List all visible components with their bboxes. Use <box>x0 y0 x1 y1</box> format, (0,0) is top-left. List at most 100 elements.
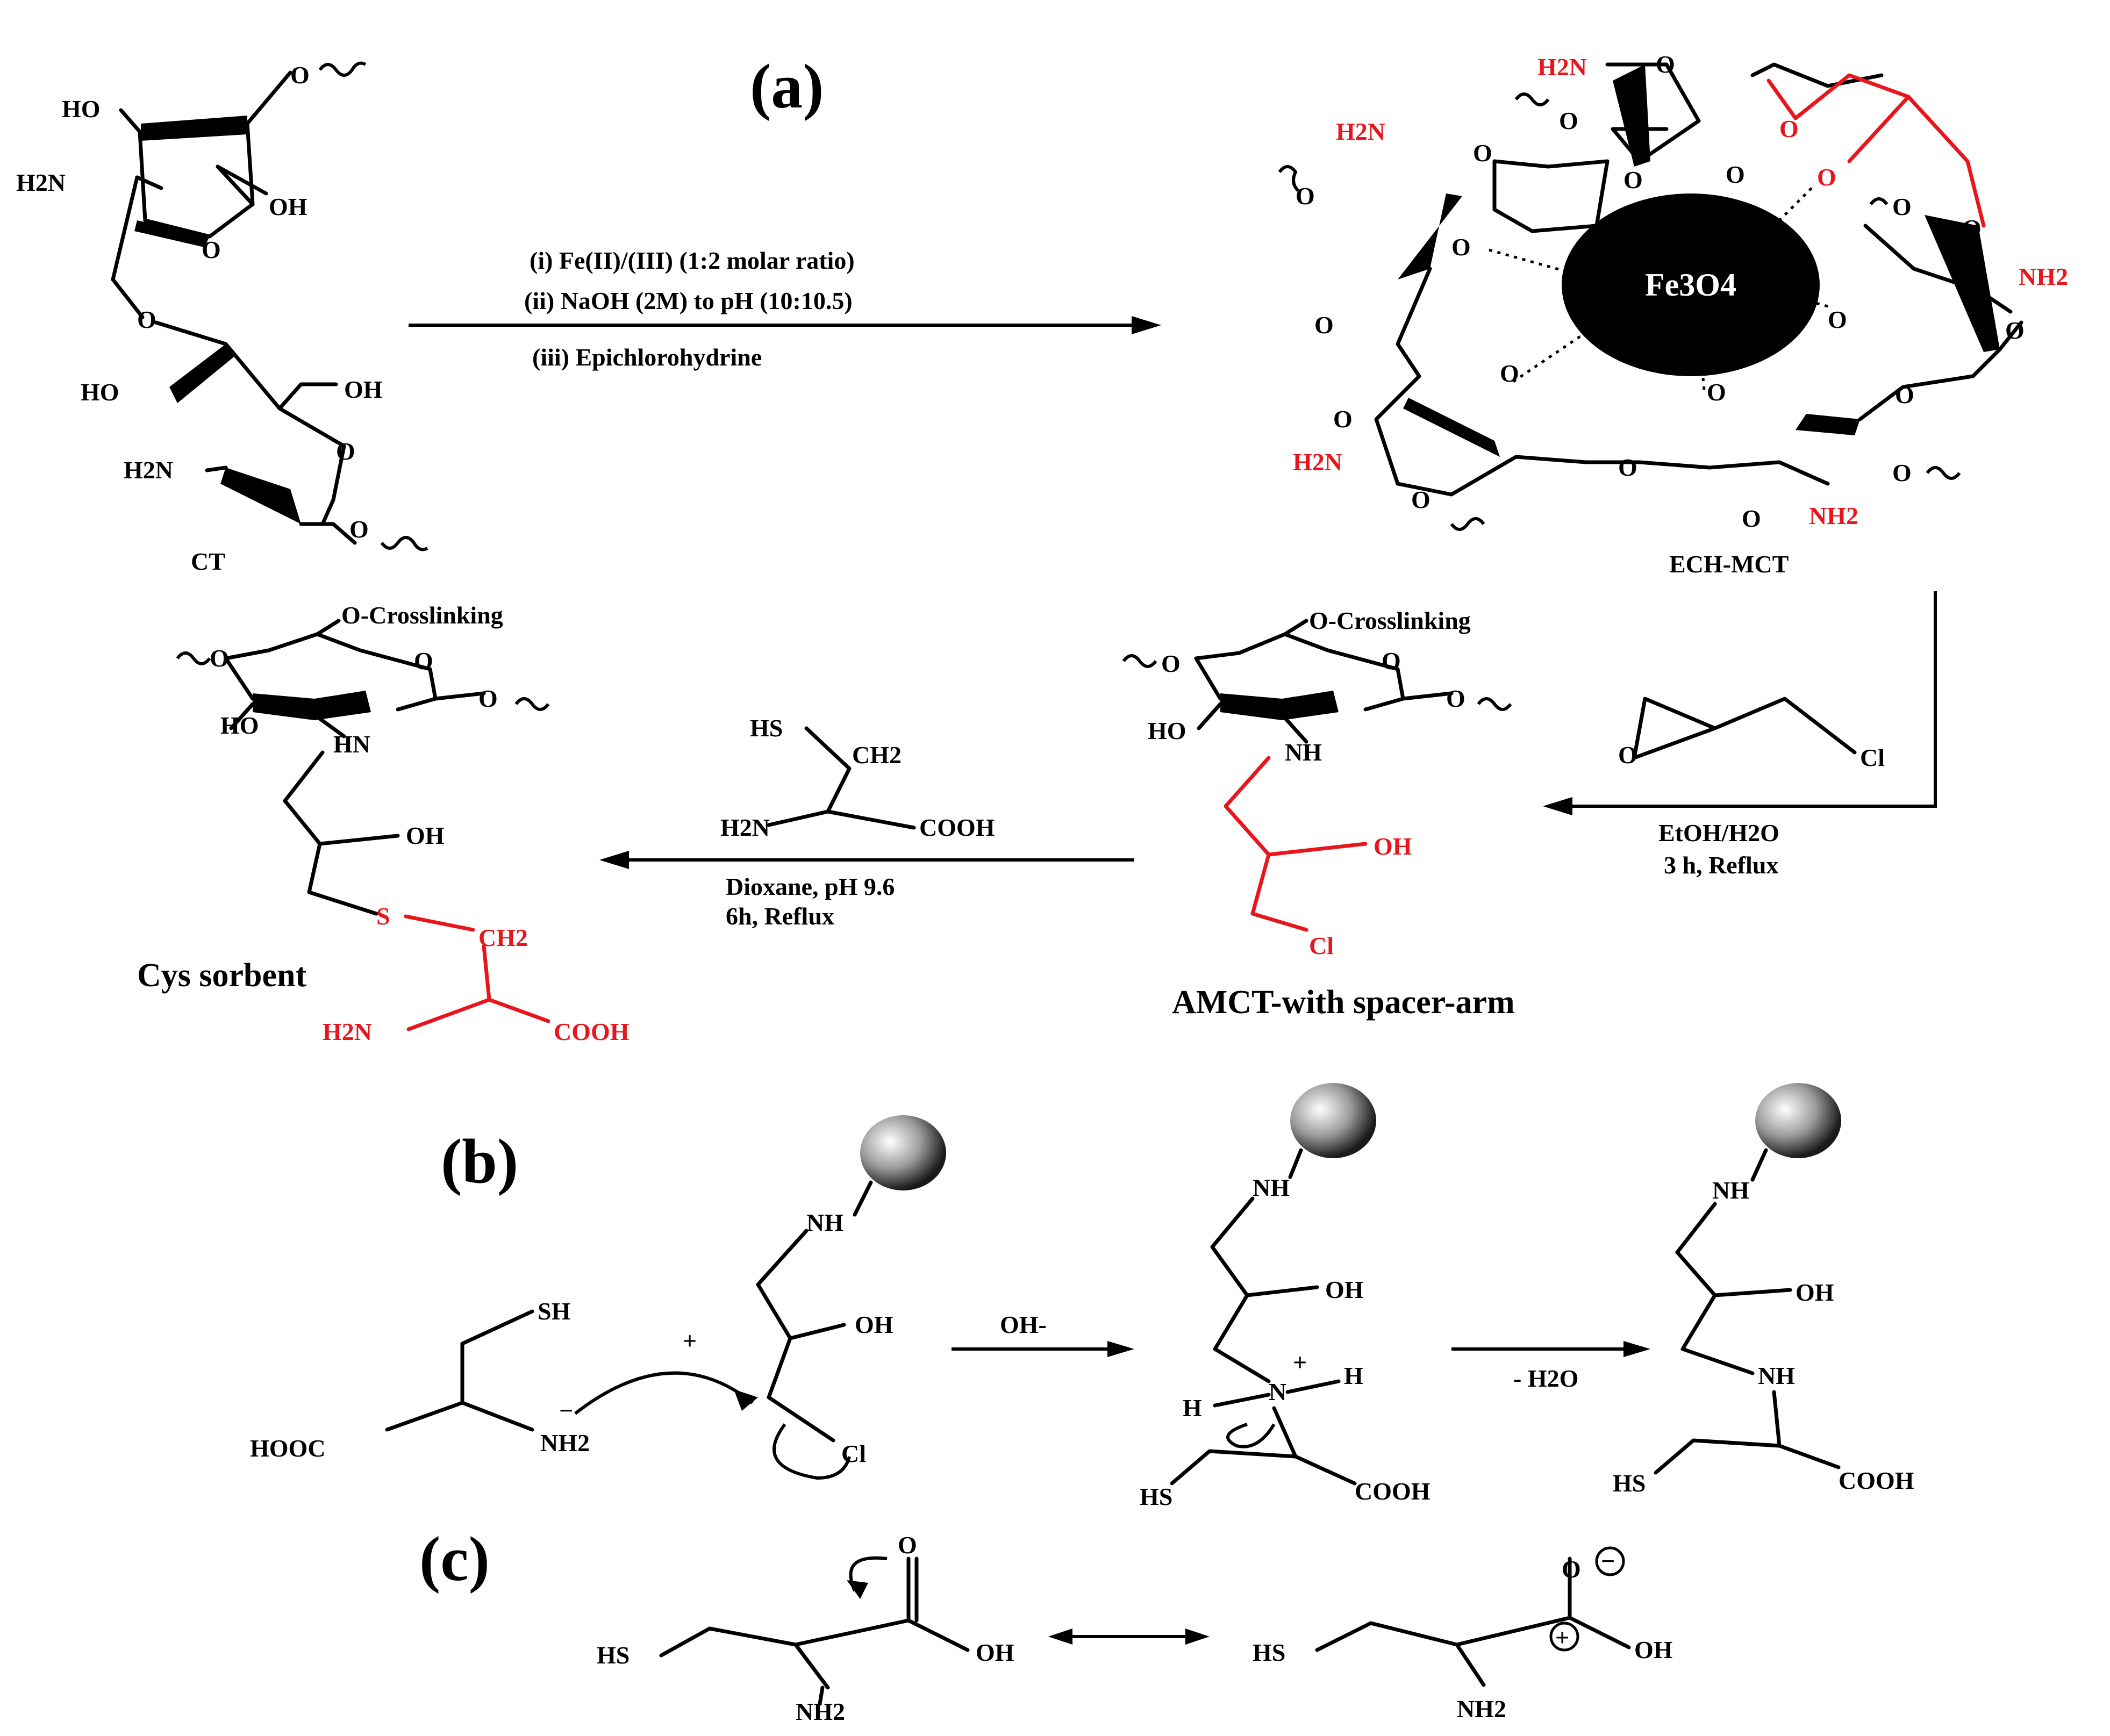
svg-text:O: O <box>1618 741 1637 769</box>
mech-arrow-1: OH- <box>952 1311 1134 1357</box>
step1-condition-3: (iii) Epichlorohydrine <box>532 343 762 371</box>
mech-arrow-2: - H2O <box>1451 1341 1650 1392</box>
step2-condition-2: 3 h, Reflux <box>1664 851 1778 879</box>
cys-sorbent-structure: O O-Crosslinking O O HO HN OH S CH2 H2N … <box>137 601 630 1045</box>
panel-label-a: (a) <box>750 51 824 121</box>
svg-text:O: O <box>1382 647 1401 675</box>
svg-text:- H2O: - H2O <box>1513 1365 1578 1392</box>
svg-text:H2N: H2N <box>323 1018 372 1045</box>
svg-text:+: + <box>1293 1348 1307 1376</box>
svg-text:O: O <box>478 685 498 712</box>
ct-label: CT <box>191 548 225 575</box>
svg-text:O: O <box>202 236 221 263</box>
svg-text:Cl: Cl <box>1860 744 1885 771</box>
svg-text:O: O <box>1892 193 1912 220</box>
svg-text:HOOC: HOOC <box>250 1434 326 1462</box>
svg-text:O: O <box>1333 405 1353 433</box>
svg-text:OH: OH <box>976 1639 1014 1666</box>
step3-condition-1: Dioxane, pH 9.6 <box>726 873 895 900</box>
svg-text:NH2: NH2 <box>1457 1695 1506 1723</box>
ech-mct-label: ECH-MCT <box>1669 550 1789 578</box>
svg-text:H2N: H2N <box>16 169 66 196</box>
svg-text:HS: HS <box>597 1641 630 1669</box>
svg-text:O: O <box>414 647 433 675</box>
ech-mct-structure: Fe3O4 H2N H2N NH2 H2N NH2 O <box>1278 51 2068 578</box>
mech-ammonium: NH OH N + H H HS COOH <box>1140 1083 1430 1510</box>
step2-condition-1: EtOH/H2O <box>1658 819 1779 847</box>
svg-text:−: − <box>1601 1547 1615 1575</box>
svg-text:O: O <box>1962 214 1982 242</box>
svg-text:O: O <box>1726 161 1745 188</box>
svg-text:+: + <box>1555 1624 1569 1651</box>
svg-text:OH: OH <box>344 376 383 403</box>
amct-structure: O O-Crosslinking O O HO NH OH Cl AMCT-wi… <box>1122 607 1515 1021</box>
svg-text:O: O <box>898 1531 917 1559</box>
svg-text:OH: OH <box>406 822 445 849</box>
svg-text:H2N: H2N <box>720 814 770 841</box>
svg-text:O: O <box>2005 317 2025 344</box>
resonance-arrow <box>1048 1629 1210 1645</box>
step3-condition-2: 6h, Reflux <box>726 902 834 930</box>
svg-text:HS: HS <box>1140 1483 1172 1510</box>
svg-text:HS: HS <box>750 714 783 742</box>
svg-text:H: H <box>1344 1362 1363 1389</box>
resonance-right: O − + HS OH NH2 <box>1253 1546 1673 1723</box>
svg-text:O: O <box>210 644 229 672</box>
svg-text:O: O <box>1817 163 1836 191</box>
svg-text:HS: HS <box>1253 1639 1285 1666</box>
svg-text:O: O <box>1559 107 1578 134</box>
svg-text:O: O <box>1411 486 1430 513</box>
resonance-left: O HS OH NH2 <box>597 1531 1014 1725</box>
svg-text:O: O <box>1562 1555 1581 1583</box>
svg-text:O: O <box>1623 166 1643 193</box>
svg-text:SH: SH <box>538 1297 571 1325</box>
svg-text:H2N: H2N <box>1336 118 1385 145</box>
svg-text:O-Crosslinking: O-Crosslinking <box>1309 607 1471 634</box>
svg-text:O: O <box>1161 650 1181 677</box>
svg-text:O: O <box>1473 139 1492 167</box>
mech-chloro-bead: NH OH Cl <box>756 1115 946 1480</box>
svg-text:NH: NH <box>806 1209 843 1236</box>
amct-label: AMCT-with spacer-arm <box>1172 984 1515 1021</box>
svg-text:HO: HO <box>81 378 119 406</box>
svg-text:O: O <box>1779 115 1799 142</box>
svg-text:O-Crosslinking: O-Crosslinking <box>341 601 503 629</box>
svg-text:O: O <box>290 61 310 89</box>
svg-text:O: O <box>336 437 355 465</box>
svg-text:HO: HO <box>62 95 101 123</box>
svg-text:+: + <box>683 1327 697 1354</box>
chitosan-structure: O HO H2N OH O O HO OH O H2N O CT <box>16 61 428 575</box>
svg-text:NH2: NH2 <box>2019 263 2068 290</box>
step3-arrow: HS CH2 H2N COOH Dioxane, pH 9.6 6h, Refl… <box>599 714 1134 930</box>
svg-text:OH-: OH- <box>1000 1311 1047 1338</box>
svg-text:NH: NH <box>1285 738 1322 766</box>
svg-text:Cl: Cl <box>1309 932 1334 959</box>
svg-text:H2N: H2N <box>1537 53 1587 81</box>
step2-arrow: O Cl EtOH/H2O 3 h, Reflux <box>1543 591 1937 879</box>
svg-text:Cl: Cl <box>841 1440 866 1467</box>
svg-text:O: O <box>349 515 369 543</box>
svg-text:H2N: H2N <box>1293 448 1342 476</box>
fe3o4-core <box>1562 193 1820 376</box>
svg-text:O: O <box>1500 360 1519 387</box>
svg-text:OH: OH <box>1796 1279 1834 1306</box>
svg-text:HN: HN <box>333 730 370 758</box>
svg-text:O: O <box>1314 311 1334 339</box>
svg-text:COOH: COOH <box>1355 1477 1430 1505</box>
svg-text:H2N: H2N <box>124 456 173 484</box>
svg-text:O: O <box>1895 381 1914 408</box>
svg-text:O: O <box>137 306 156 333</box>
svg-text:HS: HS <box>1613 1469 1646 1497</box>
svg-text:NH: NH <box>1758 1362 1795 1389</box>
svg-text:OH: OH <box>1374 833 1412 860</box>
step1-condition-2: (ii) NaOH (2M) to pH (10:10.5) <box>524 287 853 314</box>
step1-arrow: (i) Fe(II)/(III) (1:2 molar ratio) (ii) … <box>409 247 1161 371</box>
svg-text:−: − <box>559 1397 573 1424</box>
cys-sorbent-label: Cys sorbent <box>137 957 307 994</box>
svg-text:OH: OH <box>1634 1636 1673 1663</box>
svg-text:O: O <box>1707 378 1726 406</box>
svg-text:O: O <box>1742 505 1761 532</box>
svg-text:CH2: CH2 <box>852 741 902 769</box>
svg-text:O: O <box>1451 233 1471 261</box>
svg-text:O: O <box>1892 459 1912 486</box>
